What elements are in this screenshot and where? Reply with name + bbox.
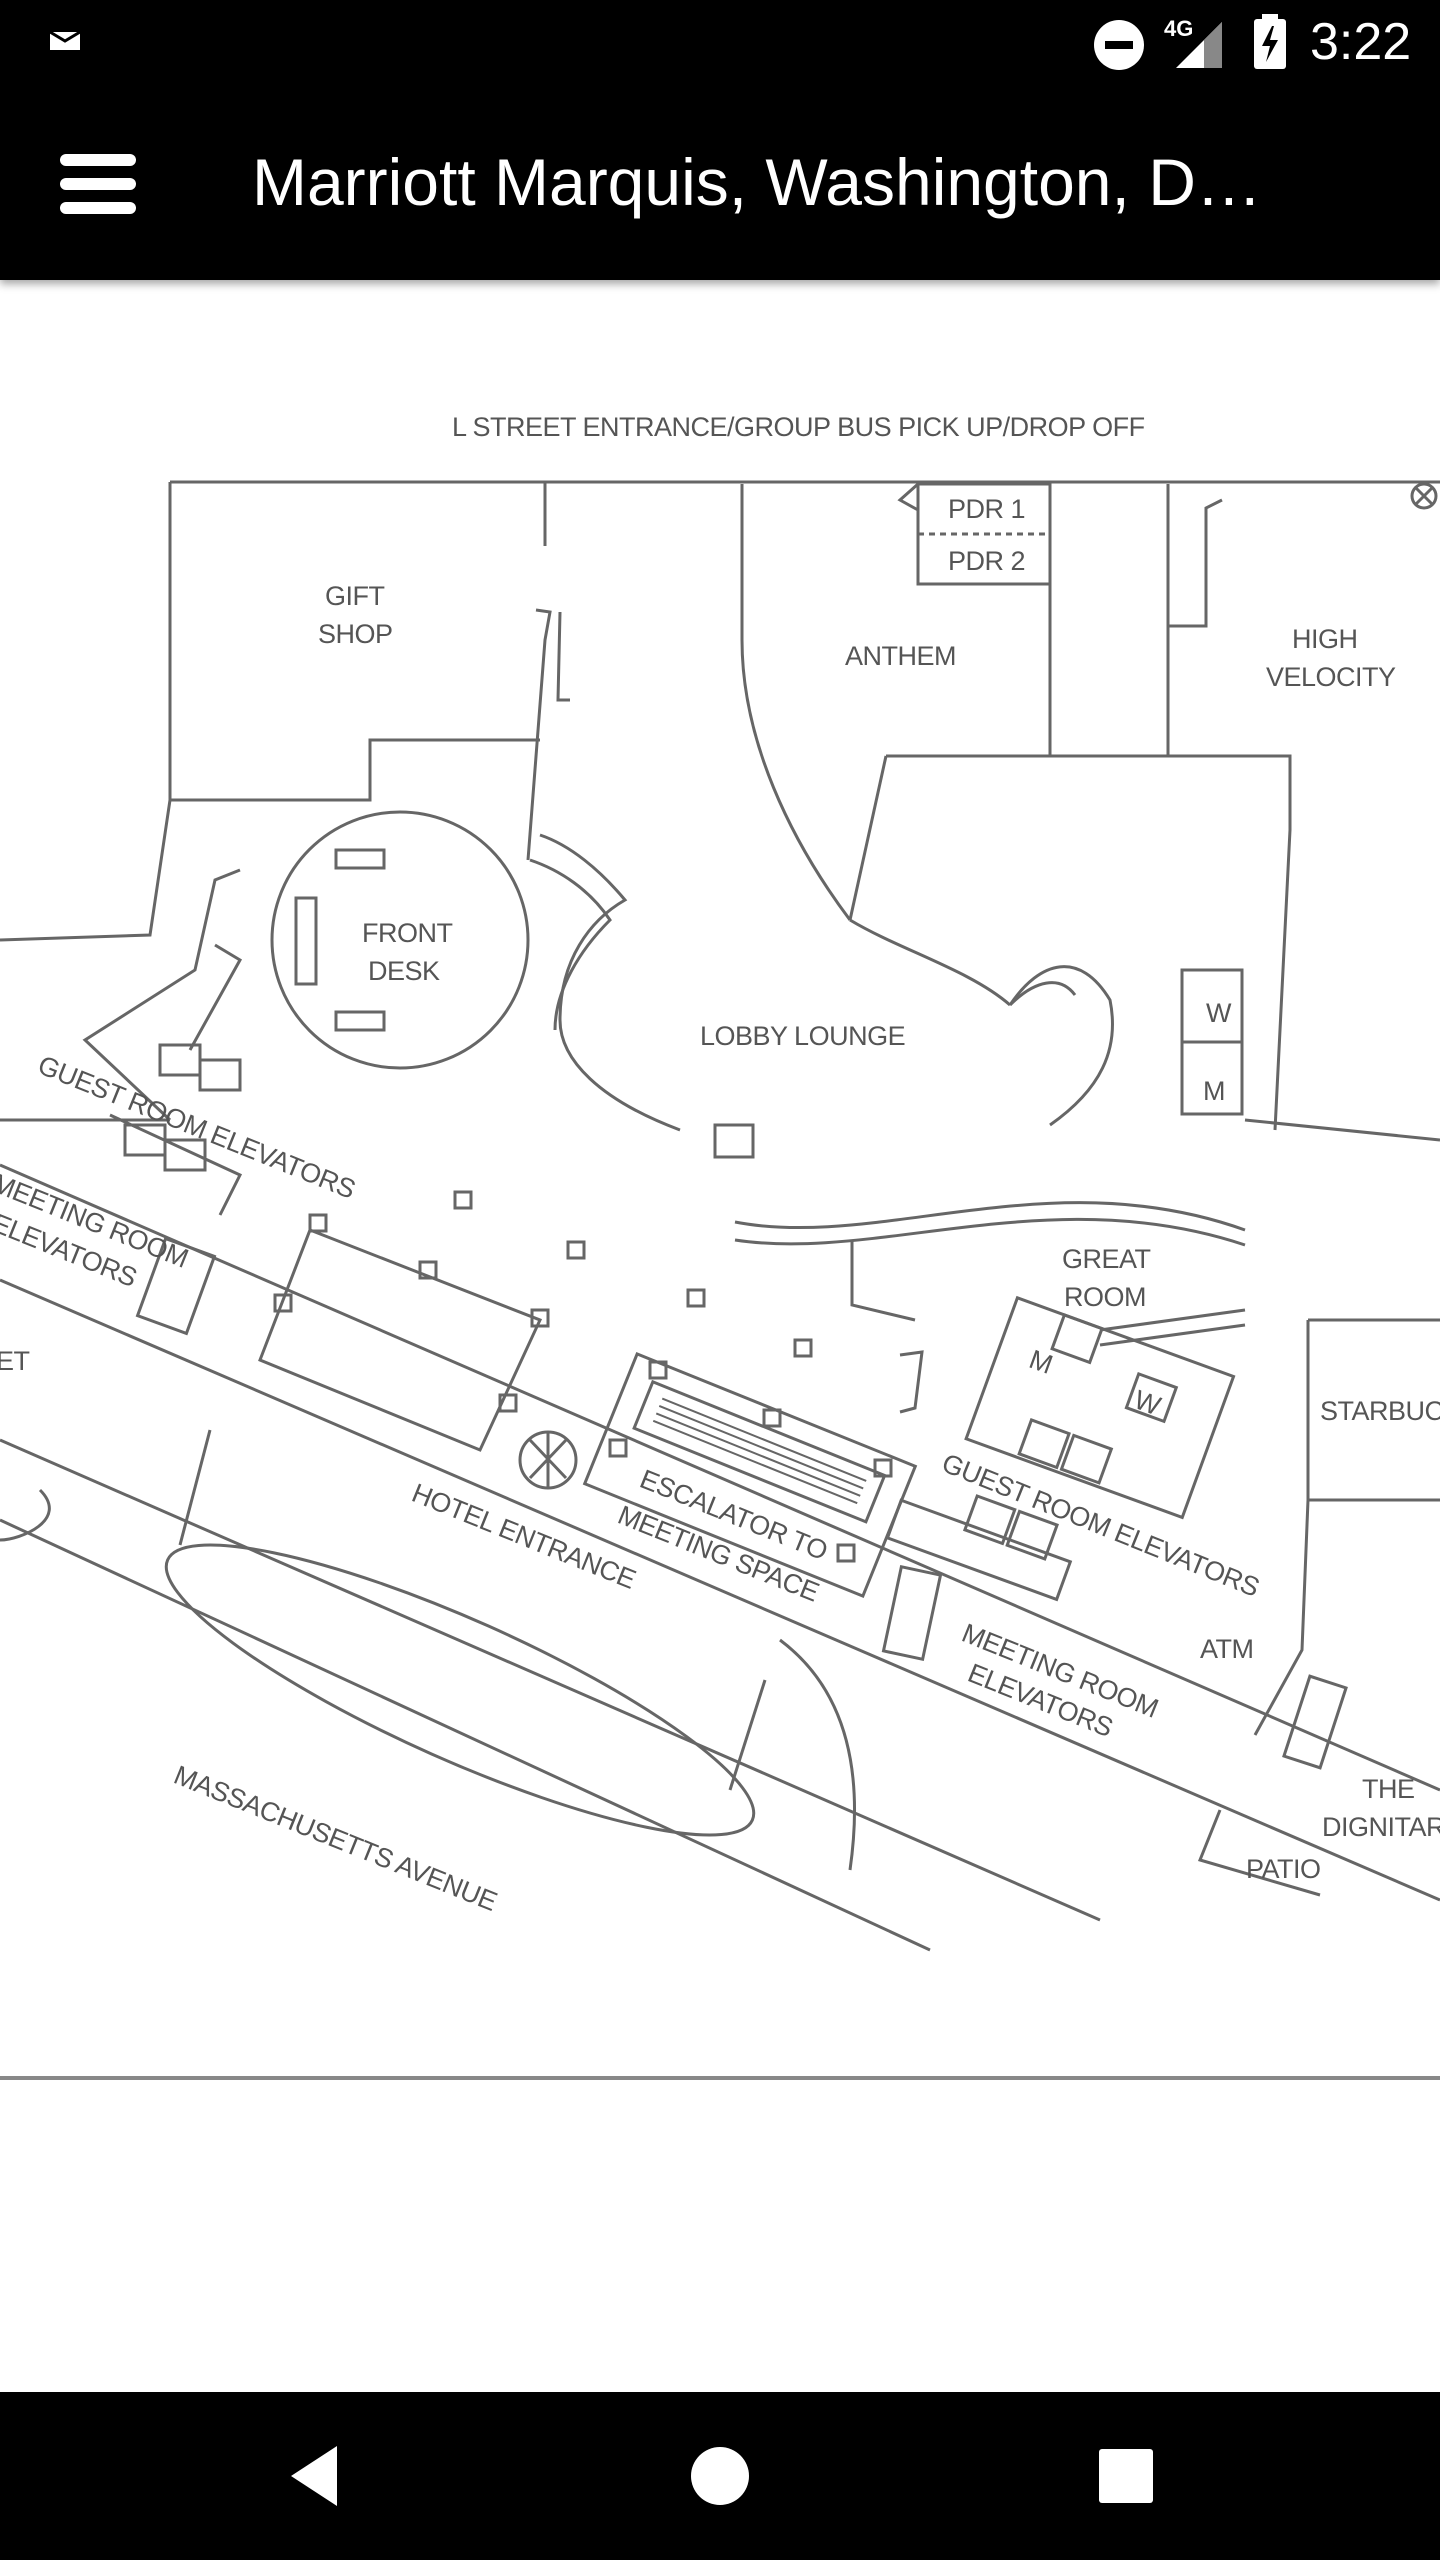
map-label-hotel-entrance: HOTEL ENTRANCE <box>408 1478 640 1595</box>
floor-map[interactable]: L STREET ENTRANCE/GROUP BUS PICK UP/DROP… <box>0 280 1440 2080</box>
map-label-dignitary-2: DIGNITARY <box>1322 1812 1440 1842</box>
network-type: 4G <box>1164 16 1194 41</box>
map-label-w: W <box>1206 998 1232 1028</box>
map-label-guest-room-elevators-left: GUEST ROOM ELEVATORS <box>34 1050 360 1205</box>
map-label-high-velocity-2: VELOCITY <box>1266 662 1396 692</box>
page-title: Marriott Marquis, Washington, D… <box>252 145 1262 219</box>
map-label-et: ET <box>0 1346 30 1376</box>
map-label-m-great-room: M <box>1025 1344 1056 1380</box>
map-label-gift-shop-2: SHOP <box>318 619 393 649</box>
back-icon[interactable] <box>275 2434 359 2518</box>
home-icon[interactable] <box>678 2434 762 2518</box>
do-not-disturb-icon <box>1094 20 1144 70</box>
map-label-great-room: GREAT <box>1062 1244 1151 1274</box>
map-label-lobby-lounge: LOBBY LOUNGE <box>700 1021 905 1051</box>
map-label-l-street: L STREET ENTRANCE/GROUP BUS PICK UP/DROP… <box>452 412 1145 442</box>
recents-icon[interactable] <box>1084 2434 1168 2518</box>
map-label-pdr2: PDR 2 <box>948 546 1025 576</box>
map-bottom-divider <box>0 2076 1440 2080</box>
notification-icon <box>49 30 81 50</box>
floor-plan-image[interactable]: L STREET ENTRANCE/GROUP BUS PICK UP/DROP… <box>0 280 1440 2080</box>
map-label-pdr1: PDR 1 <box>948 494 1025 524</box>
map-label-patio: PATIO <box>1246 1854 1321 1884</box>
hamburger-menu-icon[interactable] <box>56 148 140 220</box>
map-label-massachusetts-avenue: MASSACHUSETTS AVENUE <box>170 1760 501 1917</box>
map-label-dignitary: THE <box>1362 1774 1415 1804</box>
map-label-high-velocity: HIGH <box>1292 624 1358 654</box>
map-label-anthem: ANTHEM <box>845 641 956 671</box>
status-bar: 4G 3:22 <box>0 0 1440 84</box>
map-label-front-desk: FRONT <box>362 918 452 948</box>
map-label-w-great-room: W <box>1130 1384 1165 1421</box>
map-label-front-desk-2: DESK <box>368 956 440 986</box>
map-label-gift-shop: GIFT <box>325 581 385 611</box>
map-label-m: M <box>1203 1076 1225 1106</box>
map-label-great-room-2: ROOM <box>1064 1282 1146 1312</box>
battery-charging-icon <box>1254 14 1286 69</box>
app-bar: Marriott Marquis, Washington, D… <box>0 84 1440 280</box>
signal-icon: 4G <box>1164 16 1228 72</box>
clock: 3:22 <box>1310 13 1412 71</box>
map-label-atm: ATM <box>1200 1634 1254 1664</box>
system-nav-bar <box>0 2392 1440 2560</box>
map-label-guest-room-elevators-right: GUEST ROOM ELEVATORS <box>938 1448 1264 1603</box>
map-label-starbucks: STARBUCK <box>1320 1396 1440 1426</box>
